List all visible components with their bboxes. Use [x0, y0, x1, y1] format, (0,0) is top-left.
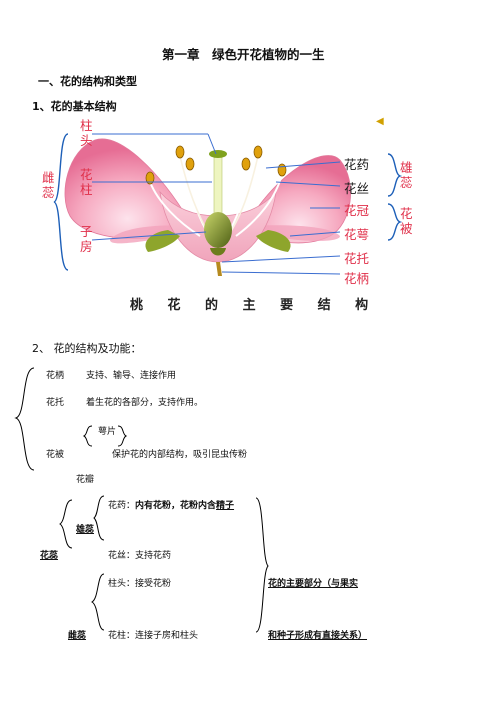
label-receptacle: 花托 — [344, 251, 370, 266]
outline-pedicel-fn: 支持、输导、连接作用 — [86, 371, 177, 381]
label-style: 花 柱 — [80, 167, 93, 197]
outline-sepal: 萼片 — [98, 427, 117, 437]
outline-anther: 花药：内有花粉，花粉内含精子 — [108, 498, 234, 511]
outline-stamen: 雄蕊 — [76, 525, 95, 535]
sepal-right — [256, 230, 291, 252]
outline-pistil: 雌蕊 — [68, 631, 87, 641]
subsection-heading-1: 1、花的基本结构 — [32, 100, 117, 113]
label-anther: 花药 — [344, 157, 370, 172]
outline-anther-label: 花药： — [108, 501, 136, 511]
label-pistil: 雌 蕊 — [42, 170, 55, 200]
label-perianth: 花 被 — [400, 206, 413, 236]
outline-main-part-2: 和种子形成有直接关系） — [268, 631, 368, 641]
outline-stigma: 柱头：接受花粉 — [108, 579, 172, 589]
outline-pedicel: 花柄 — [46, 371, 65, 381]
label-ovary: 子 房 — [80, 224, 93, 254]
outline-style: 花柱：连接子房和柱头 — [108, 631, 199, 641]
outline-receptacle: 花托 — [46, 398, 65, 408]
subsection-heading-2: 2、 花的结构及功能： — [32, 342, 142, 355]
flower-figure: 柱 头 花 柱 子 房 雌 蕊 花药 花丝 花冠 花萼 花托 花柄 雄 蕊 花 … — [40, 112, 420, 320]
outline-main-part-1: 花的主要部分（与果实 — [268, 579, 359, 589]
peach-flower-diagram — [51, 133, 403, 276]
petal-left-lower — [110, 225, 192, 244]
label-filament: 花丝 — [344, 181, 370, 196]
outline-receptacle-fn: 着生花的各部分，支持作用。 — [86, 398, 204, 408]
outline-sperm: 精子 — [216, 501, 235, 511]
outline-perianth: 花被 — [46, 450, 65, 460]
outline-filament: 花丝：支持花药 — [108, 551, 172, 561]
document-title: 第一章 绿色开花植物的一生 — [162, 47, 325, 62]
label-calyx: 花萼 — [344, 227, 370, 242]
label-stigma: 柱 头 — [80, 118, 93, 148]
outline-flower-core: 花蕊 — [40, 551, 59, 561]
petal-right-lower — [250, 225, 340, 241]
speaker-icon[interactable]: ◀ — [376, 116, 384, 127]
outline-anther-fn: 内有花粉，花粉内含 — [135, 501, 217, 511]
label-stamen: 雄 蕊 — [400, 160, 413, 190]
figure-caption: 桃 花 的 主 要 结 构 — [130, 298, 379, 313]
section-heading: 一、花的结构和类型 — [38, 75, 137, 88]
label-pedicel: 花柄 — [344, 271, 370, 286]
outline-perianth-fn: 保护花的内部结构，吸引昆虫传粉 — [112, 450, 248, 460]
label-corolla: 花冠 — [344, 203, 370, 218]
outline-petal: 花瓣 — [76, 475, 95, 485]
